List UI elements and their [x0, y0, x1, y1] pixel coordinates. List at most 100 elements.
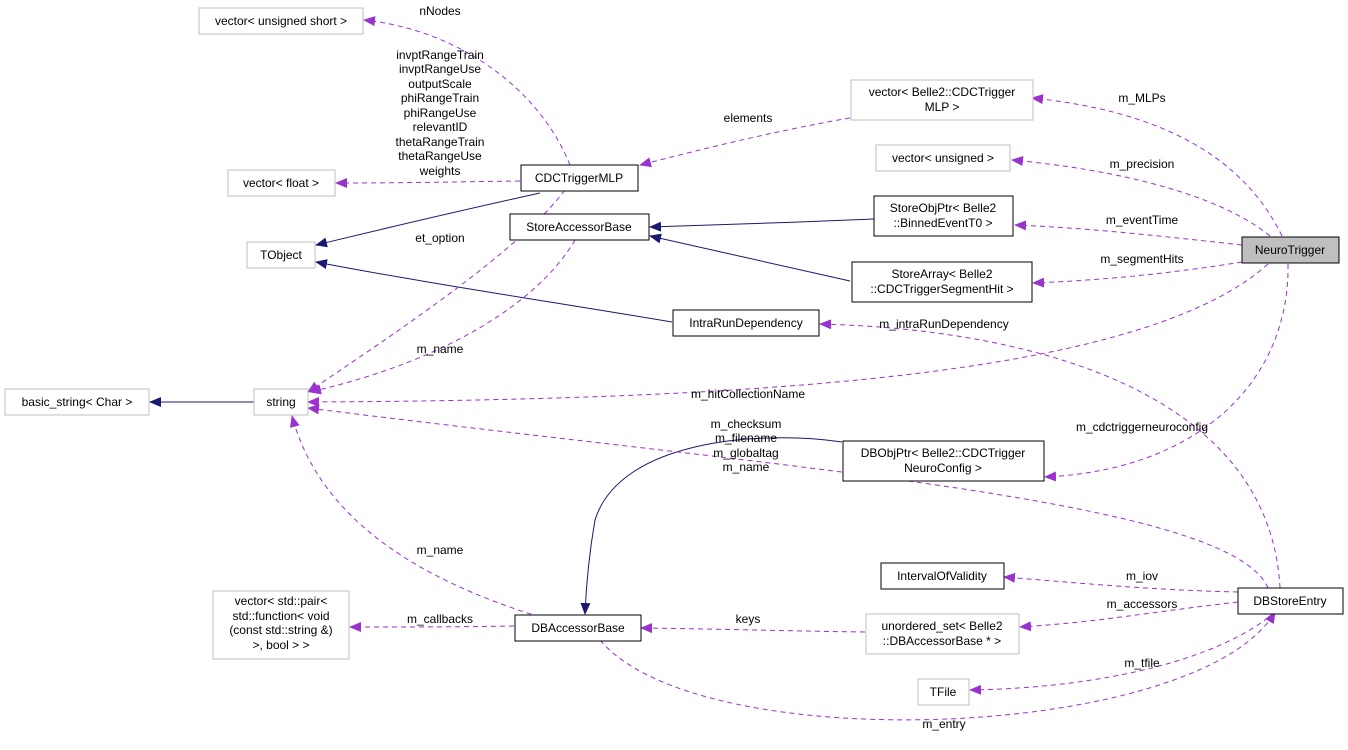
- edge-m-tfile: [969, 611, 1276, 695]
- svg-text:invptRangeTrain: invptRangeTrain: [396, 48, 484, 62]
- edge-m-mlps: [1031, 94, 1283, 237]
- node-tfile[interactable]: TFile: [917, 678, 970, 706]
- edge-m-callbacks: [349, 621, 515, 632]
- svg-text:phiRangeTrain: phiRangeTrain: [401, 91, 479, 105]
- svg-text:m_filename: m_filename: [715, 431, 777, 445]
- svg-text:string: string: [266, 395, 295, 409]
- edge-nnodes: [363, 16, 571, 166]
- svg-text:invptRangeUse: invptRangeUse: [399, 62, 481, 76]
- svg-text:vector< float >: vector< float >: [243, 176, 319, 190]
- svg-text:m_name: m_name: [723, 460, 770, 474]
- node-db-accessor-base[interactable]: DBAccessorBase: [514, 614, 642, 642]
- svg-text:CDCTriggerMLP: CDCTriggerMLP: [535, 171, 623, 185]
- svg-text:unordered_set< Belle2: unordered_set< Belle2: [881, 619, 1002, 633]
- edge-label-m-entry: m_entry: [922, 717, 965, 731]
- edge-m-cdctriggerneuroconfig: [1044, 263, 1289, 482]
- svg-text:phiRangeUse: phiRangeUse: [404, 106, 477, 120]
- edge-label-m-name-db: m_name: [417, 543, 464, 557]
- edge-storearray-to-storeaccessor: [649, 233, 851, 282]
- svg-text:NeuroTrigger: NeuroTrigger: [1255, 243, 1325, 257]
- edge-m-precision: [1011, 156, 1271, 237]
- node-vector-cdc-trigger-mlp[interactable]: vector< Belle2::CDCTrigger MLP >: [850, 79, 1034, 121]
- node-string[interactable]: string: [253, 388, 309, 416]
- edge-cdcmlp-to-tobject: [315, 192, 541, 248]
- edge-m-accessors: [1019, 601, 1239, 632]
- node-tobject[interactable]: TObject: [246, 241, 316, 269]
- svg-text:thetaRangeUse: thetaRangeUse: [398, 149, 482, 163]
- node-unordered-set[interactable]: unordered_set< Belle2 ::DBAccessorBase *…: [865, 613, 1020, 655]
- svg-text:StoreArray< Belle2: StoreArray< Belle2: [891, 267, 992, 281]
- edge-label-m-tfile: m_tfile: [1124, 656, 1160, 670]
- svg-text:DBStoreEntry: DBStoreEntry: [1253, 594, 1326, 608]
- node-cdc-trigger-mlp[interactable]: CDCTriggerMLP: [520, 164, 639, 192]
- edge-m-eventtime: [1014, 220, 1243, 246]
- edge-label-m-eventtime: m_eventTime: [1106, 213, 1179, 227]
- svg-text:>, bool > >: >, bool > >: [252, 638, 309, 652]
- edge-mlp-floats: [335, 177, 521, 188]
- edge-label-m-callbacks: m_callbacks: [407, 612, 473, 626]
- svg-text:StoreAccessorBase: StoreAccessorBase: [526, 220, 632, 234]
- svg-text:StoreObjPtr< Belle2: StoreObjPtr< Belle2: [890, 201, 997, 215]
- svg-text:m_checksum: m_checksum: [711, 417, 782, 431]
- node-vector-callbacks[interactable]: vector< std::pair< std::function< void (…: [212, 590, 350, 660]
- svg-text:weights: weights: [419, 164, 461, 178]
- node-store-array[interactable]: StoreArray< Belle2 ::CDCTriggerSegmentHi…: [851, 261, 1033, 303]
- edge-dbobjptr-to-dbaccessor: [580, 437, 843, 615]
- node-vector-unsigned-short[interactable]: vector< unsigned short >: [198, 7, 364, 35]
- edge-m-name-store: [309, 239, 576, 395]
- edge-label-m-accessors: m_accessors: [1107, 597, 1178, 611]
- svg-text:(const std::string &): (const std::string &): [229, 623, 332, 637]
- svg-text:outputScale: outputScale: [408, 77, 472, 91]
- node-db-obj-ptr[interactable]: DBObjPtr< Belle2::CDCTrigger NeuroConfig…: [842, 440, 1045, 482]
- svg-text:DBAccessorBase: DBAccessorBase: [531, 621, 625, 635]
- edge-label-m-segmenthits: m_segmentHits: [1100, 252, 1183, 266]
- edge-intrarun-to-tobject: [315, 259, 673, 323]
- svg-text:NeuroConfig >: NeuroConfig >: [904, 461, 982, 475]
- svg-text:TFile: TFile: [930, 685, 957, 699]
- node-store-accessor-base[interactable]: StoreAccessorBase: [509, 213, 650, 241]
- node-neuro-trigger[interactable]: NeuroTrigger: [1241, 236, 1340, 264]
- edge-et-option: [307, 189, 566, 393]
- edge-label-nnodes: nNodes: [419, 4, 460, 18]
- node-store-obj-ptr[interactable]: StoreObjPtr< Belle2 ::BinnedEventT0 >: [873, 195, 1014, 237]
- edge-label-et-option: et_option: [415, 231, 464, 245]
- edge-label-m-precision: m_precision: [1110, 157, 1175, 171]
- svg-text:::CDCTriggerSegmentHit >: ::CDCTriggerSegmentHit >: [870, 282, 1013, 296]
- edge-m-intrarundependency: [819, 319, 1281, 589]
- edge-m-entry: [599, 611, 1276, 721]
- node-vector-float[interactable]: vector< float >: [227, 169, 336, 197]
- svg-text:::BinnedEventT0 >: ::BinnedEventT0 >: [893, 216, 992, 230]
- node-intra-run-dependency[interactable]: IntraRunDependency: [672, 309, 820, 337]
- svg-text:TObject: TObject: [260, 248, 302, 262]
- svg-text:IntraRunDependency: IntraRunDependency: [689, 316, 802, 330]
- svg-text:::DBAccessorBase * >: ::DBAccessorBase * >: [883, 634, 1001, 648]
- svg-text:thetaRangeTrain: thetaRangeTrain: [396, 135, 485, 149]
- edge-storeobjptr-to-storeaccessor: [649, 218, 875, 232]
- node-basic-string[interactable]: basic_string< Char >: [4, 388, 150, 416]
- node-vector-unsigned[interactable]: vector< unsigned >: [875, 144, 1011, 172]
- edge-label-dbstore-strings: m_checksum m_filename m_globaltag m_name: [711, 417, 782, 474]
- svg-text:relevantID: relevantID: [413, 120, 468, 134]
- edge-label-m-name-store: m_name: [417, 342, 464, 356]
- svg-text:MLP >: MLP >: [925, 100, 960, 114]
- svg-text:std::function< void: std::function< void: [232, 609, 329, 623]
- edge-m-iov: [1003, 572, 1239, 593]
- edge-label-mlp-floats: invptRangeTrain invptRangeUse outputScal…: [396, 48, 485, 178]
- svg-text:IntervalOfValidity: IntervalOfValidity: [897, 569, 987, 583]
- edge-label-elements: elements: [724, 111, 773, 125]
- edge-label-m-iov: m_iov: [1126, 569, 1158, 583]
- edge-m-hitcollectionname: [307, 263, 1269, 407]
- edge-m-name-db: [290, 415, 541, 618]
- edge-elements: [639, 117, 851, 168]
- svg-text:vector< std::pair<: vector< std::pair<: [235, 594, 328, 608]
- edge-label-m-intrarundependency: m_intraRunDependency: [879, 317, 1008, 331]
- svg-text:basic_string< Char >: basic_string< Char >: [22, 395, 133, 409]
- edge-label-m-mlps: m_MLPs: [1118, 91, 1165, 105]
- svg-text:vector< unsigned short >: vector< unsigned short >: [215, 14, 347, 28]
- svg-text:m_globaltag: m_globaltag: [713, 446, 778, 460]
- node-interval-of-validity[interactable]: IntervalOfValidity: [880, 562, 1005, 590]
- edge-keys: [640, 623, 866, 634]
- node-db-store-entry[interactable]: DBStoreEntry: [1237, 587, 1344, 615]
- edge-label-keys: keys: [736, 612, 761, 626]
